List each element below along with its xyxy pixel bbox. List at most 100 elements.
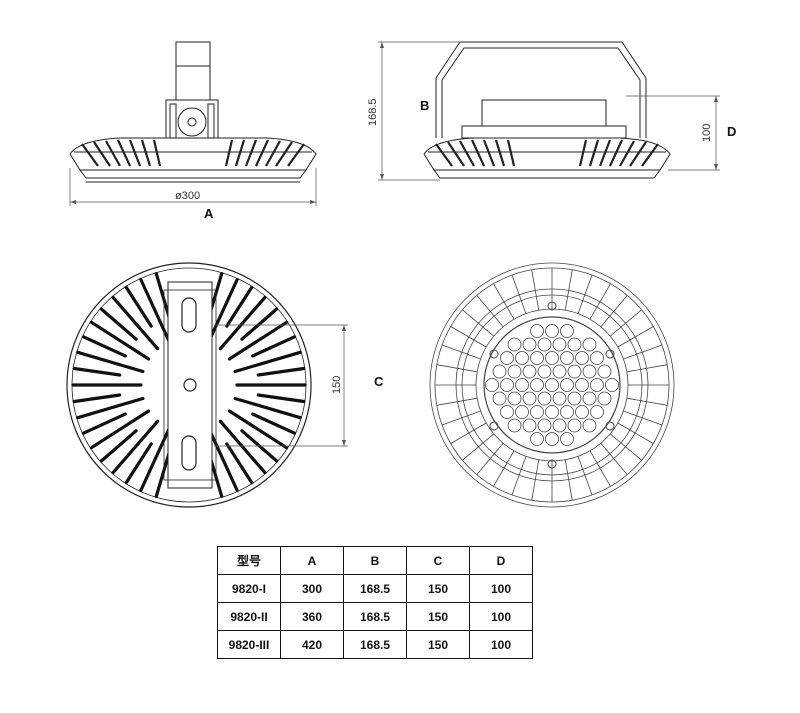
led-lens [492, 391, 507, 406]
table-cell: 100 [469, 602, 533, 631]
led-lens [575, 351, 589, 365]
fin-line [72, 366, 122, 377]
led-lens [522, 337, 537, 352]
led-lens [500, 405, 514, 419]
fin-line [81, 412, 127, 435]
table-cell: 9820-I [217, 574, 281, 603]
rib-line [589, 283, 611, 320]
led-lens [545, 351, 559, 365]
rib-line [511, 274, 527, 314]
table-cell: 150 [406, 630, 470, 659]
fin-line [256, 393, 306, 404]
rib-line [577, 456, 593, 496]
fin-line [76, 396, 145, 420]
rib-line [564, 459, 573, 501]
height-dimension-label: 168.5 [367, 98, 379, 126]
table-cell: 9820-II [217, 602, 281, 631]
led-lens [522, 418, 537, 433]
led-lens [522, 391, 537, 406]
fin-line [154, 450, 171, 498]
fin-line [124, 442, 153, 485]
led-lens [545, 378, 559, 392]
fin-line [207, 427, 239, 493]
fin-line [72, 393, 122, 404]
table-header: C [406, 546, 470, 575]
rib-line [626, 364, 668, 373]
led-lens [522, 364, 537, 379]
led-lens [515, 378, 529, 392]
led-lens [507, 337, 522, 352]
rib-line [450, 326, 487, 348]
table-row: 9820-I 300 168.5 150 100 [217, 574, 533, 603]
table-cell: 420 [280, 630, 344, 659]
led-lens [545, 432, 559, 446]
rib-line [493, 450, 515, 487]
led-lens [597, 391, 612, 406]
fin-line [89, 320, 151, 361]
bracket-dimension-label: 100 [701, 124, 713, 142]
rib-line [564, 269, 573, 311]
fin-line [111, 419, 160, 475]
fin-line [99, 307, 138, 341]
label-d: D [727, 124, 736, 139]
table-cell: 300 [280, 574, 344, 603]
led-lens [560, 405, 574, 419]
table-cell: 168.5 [343, 630, 407, 659]
rib-line [441, 410, 481, 426]
fin-line [99, 429, 138, 463]
label-b: B [420, 98, 429, 113]
table-cell: 100 [469, 630, 533, 659]
rib-line [441, 344, 481, 360]
table-cell: 9820-III [217, 630, 281, 659]
table-cell: 168.5 [343, 574, 407, 603]
led-lens [567, 391, 582, 406]
fin-line [218, 419, 267, 475]
rib-line [623, 410, 663, 426]
led-lens [530, 405, 544, 419]
fin-line [81, 335, 127, 358]
led-lens [545, 405, 559, 419]
rib-line [577, 274, 593, 314]
led-lens [567, 337, 582, 352]
rib-line [476, 295, 504, 328]
led-lens [530, 432, 544, 446]
led-lens [582, 391, 597, 406]
rib-line [617, 326, 654, 348]
led-lens [582, 364, 597, 379]
fin-line [154, 272, 171, 320]
led-lens [567, 418, 582, 433]
table-cell: 360 [280, 602, 344, 631]
led-lens [492, 364, 507, 379]
led-lens [530, 324, 544, 338]
rib-line [600, 442, 628, 475]
rib-line [450, 422, 487, 444]
fin-line [76, 350, 145, 374]
fin-line [240, 307, 279, 341]
led-lens [552, 337, 567, 352]
rib-line [462, 433, 495, 461]
screw-points [489, 301, 615, 469]
rib-line [493, 283, 515, 320]
led-lens [560, 378, 574, 392]
led-lens [552, 391, 567, 406]
rib-line [511, 456, 527, 496]
fin-line [233, 350, 302, 374]
led-lens [575, 405, 589, 419]
side-view-a [69, 41, 317, 206]
fin-line [233, 396, 302, 420]
fin-line [124, 285, 153, 328]
rib-line [531, 459, 540, 501]
led-lens [582, 337, 597, 352]
led-lens [605, 378, 619, 392]
fin-line [225, 285, 254, 328]
led-lens [597, 364, 612, 379]
table-header: 型号 [217, 546, 281, 575]
led-lens [575, 378, 589, 392]
radial-fins [71, 272, 307, 498]
led-lens [507, 364, 522, 379]
label-a: A [204, 206, 214, 221]
led-lens [545, 324, 559, 338]
rib-line [462, 309, 495, 337]
led-lens [590, 351, 604, 365]
led-lens [485, 378, 499, 392]
